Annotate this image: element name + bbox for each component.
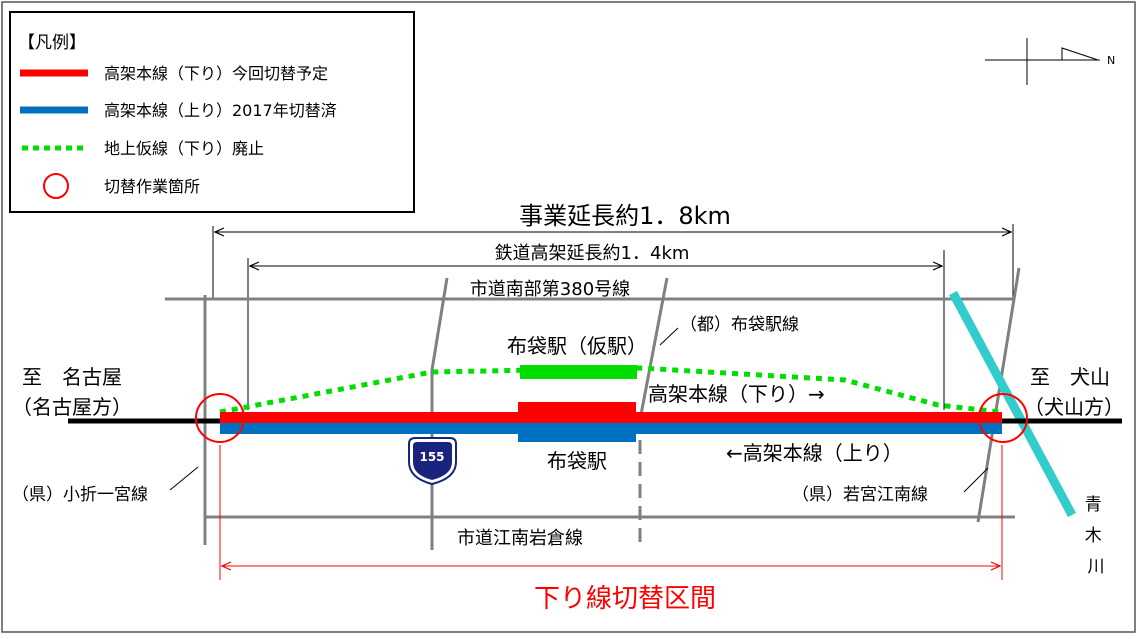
switch-point-west bbox=[195, 393, 245, 443]
station-platform-up bbox=[518, 434, 636, 442]
legend-label-down-planned: 高架本線（下り）今回切替予定 bbox=[104, 64, 328, 83]
elevated-up-line bbox=[220, 423, 1002, 434]
project-length-label: 事業延長約1．8km bbox=[519, 202, 731, 230]
legend-label-switch-point: 切替作業箇所 bbox=[104, 177, 200, 196]
east-direction-label: 至 犬山 bbox=[1030, 365, 1110, 389]
legend-circle-swatch bbox=[43, 173, 69, 199]
river-label: 青 木 川 bbox=[1085, 495, 1107, 577]
legend: 【凡例】 高架本線（下り）今回切替予定 高架本線（上り）2017年切替済 地上仮… bbox=[9, 11, 415, 213]
north-arrow-icon: N bbox=[985, 38, 1115, 85]
legend-label-up-done: 高架本線（上り）2017年切替済 bbox=[104, 101, 337, 120]
up-line-label: ←高架本線（上り） bbox=[726, 441, 903, 465]
bottom-road-label: 市道江南岩倉線 bbox=[457, 528, 583, 549]
east-direction-sub: （犬山方） bbox=[1024, 395, 1124, 419]
aoki-river bbox=[949, 290, 1076, 518]
project-length-dimension: 事業延長約1．8km bbox=[212, 202, 1014, 300]
west-direction-sub: （名古屋方） bbox=[12, 395, 132, 419]
switch-section-label: 下り線切替区間 bbox=[534, 584, 716, 614]
station-platform-down bbox=[518, 402, 636, 412]
temp-station-label: 布袋駅（仮駅） bbox=[507, 334, 647, 358]
top-road-label: 市道南部第380号線 bbox=[470, 279, 630, 300]
road-fukuro-ekisen bbox=[638, 277, 669, 421]
switch-point-east bbox=[978, 393, 1028, 443]
switch-section-dimension: 下り線切替区間 bbox=[219, 445, 1003, 614]
elevated-down-line bbox=[220, 412, 1002, 423]
north-label: N bbox=[1107, 54, 1115, 67]
leader-right-road bbox=[963, 467, 989, 493]
legend-title: 【凡例】 bbox=[18, 33, 86, 53]
ground-temp-line bbox=[219, 365, 1001, 415]
road-route155 bbox=[430, 277, 449, 550]
left-road-label: （県）小折一宮線 bbox=[12, 485, 148, 505]
viaduct-length-label: 鉄道高架延長約1．4km bbox=[495, 243, 690, 264]
route-155-shield-icon: 155 bbox=[408, 437, 457, 486]
station-label: 布袋駅 bbox=[547, 449, 607, 473]
leader-left-road bbox=[169, 466, 199, 491]
route-number: 155 bbox=[419, 450, 444, 464]
temp-station-platform bbox=[520, 365, 637, 379]
west-direction-label: 至 名古屋 bbox=[22, 365, 122, 389]
viaduct-length-dimension: 鉄道高架延長約1．4km bbox=[247, 243, 945, 410]
fukuro-ekisen-label: （都）布袋駅線 bbox=[680, 315, 799, 335]
right-road-label: （県）若宮江南線 bbox=[792, 485, 928, 505]
leader-fukuro-ekisen bbox=[659, 327, 679, 346]
legend-label-ground-abolish: 地上仮線（下り）廃止 bbox=[104, 139, 264, 158]
down-line-label: 高架本線（下り）→ bbox=[648, 382, 825, 406]
